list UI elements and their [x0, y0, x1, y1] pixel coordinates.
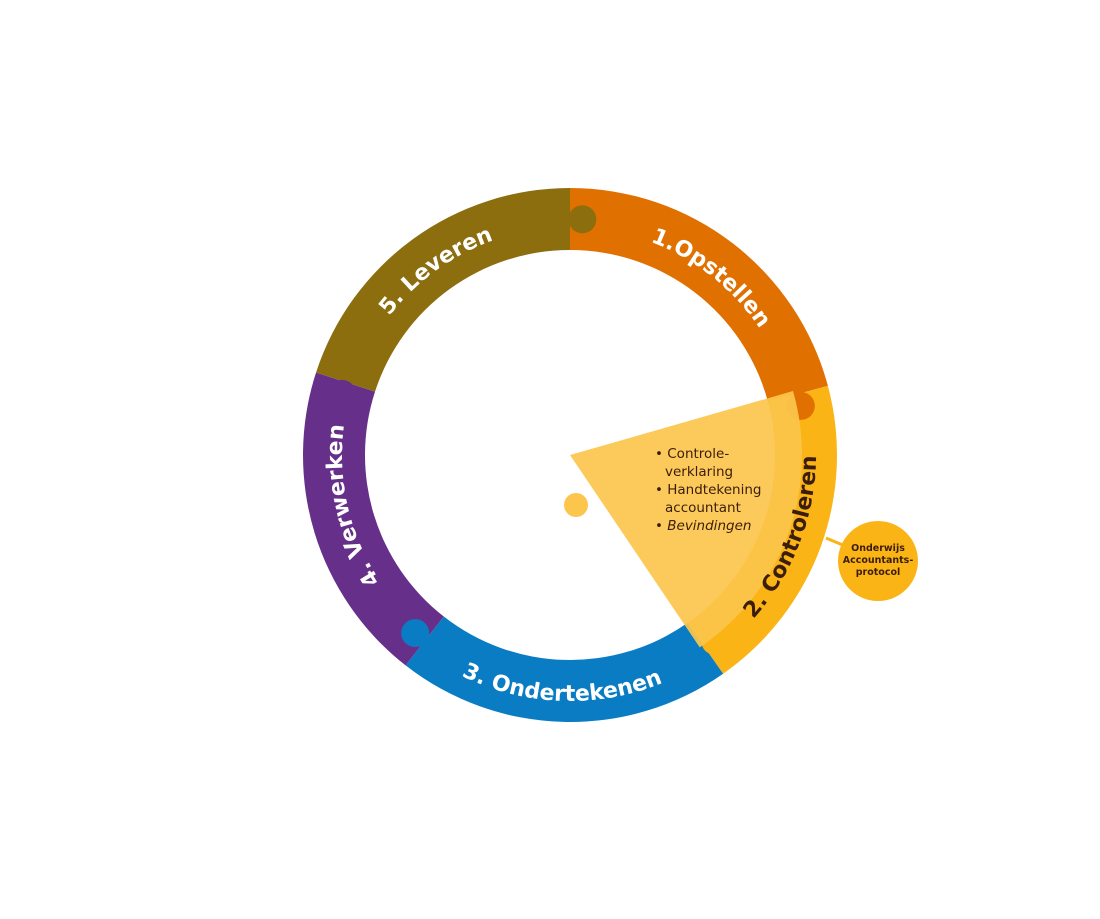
callout-line: Accountants- — [842, 555, 914, 566]
callout-onderwijs-accountantsprotocol: Onderwijs Accountants- protocol — [838, 521, 918, 601]
callout-line: protocol — [855, 567, 901, 578]
segment-ondertekenen — [405, 616, 724, 722]
callout-line: Onderwijs — [851, 543, 905, 554]
bullet-item: • Bevindingen — [655, 518, 752, 534]
bullet-item: • Controle- — [655, 446, 730, 462]
bullet-item-cont: verklaring — [665, 464, 734, 480]
bullet-item: • Handtekening — [655, 482, 762, 498]
controleren-detail-wedge — [570, 391, 802, 648]
puzzle-knob — [328, 379, 357, 408]
segment-leveren — [316, 188, 570, 392]
segment-verwerken — [302, 372, 444, 666]
bullet-item-cont: accountant — [665, 500, 741, 516]
wedge-puzzle-knob — [564, 493, 588, 517]
wedge-bullet-list: • Controle- verklaring • Handtekening ac… — [655, 445, 761, 535]
puzzle-knob — [568, 205, 597, 234]
segment-opstellen — [570, 188, 828, 402]
puzzle-knob — [401, 619, 430, 648]
